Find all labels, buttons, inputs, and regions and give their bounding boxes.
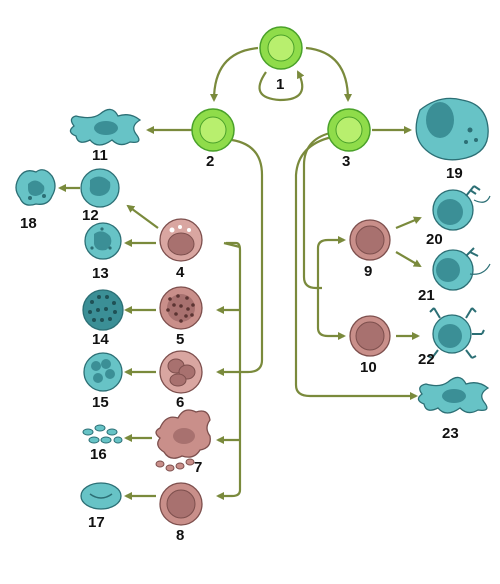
label-2: 2 bbox=[206, 153, 214, 170]
cell-22 bbox=[427, 307, 485, 359]
label-5: 5 bbox=[176, 331, 184, 348]
cell-9 bbox=[349, 219, 391, 261]
arrow-to-10 bbox=[316, 288, 346, 340]
cell-23 bbox=[417, 376, 490, 414]
cell-20 bbox=[432, 185, 491, 231]
number-labels: 1 2 3 4 5 6 7 8 9 10 11 12 13 14 15 16 1… bbox=[20, 76, 463, 544]
cell-16 bbox=[82, 424, 123, 444]
label-12: 12 bbox=[82, 207, 99, 224]
arrow-9-to-21 bbox=[395, 251, 422, 268]
arrow-4-to-12 bbox=[126, 204, 159, 229]
cell-4 bbox=[159, 218, 203, 262]
cell-2 bbox=[191, 108, 235, 152]
cell-6 bbox=[159, 350, 203, 394]
cell-19 bbox=[415, 97, 489, 161]
label-15: 15 bbox=[92, 394, 109, 411]
cell-8 bbox=[159, 482, 203, 526]
cell-12 bbox=[80, 168, 120, 208]
label-8: 8 bbox=[176, 527, 184, 544]
cell-18 bbox=[15, 169, 56, 206]
arrow-to-9 bbox=[316, 236, 346, 288]
label-22: 22 bbox=[418, 351, 435, 368]
label-16: 16 bbox=[90, 446, 107, 463]
label-10: 10 bbox=[360, 359, 377, 376]
cell-21 bbox=[432, 247, 491, 291]
cell-1 bbox=[259, 26, 303, 70]
connectors bbox=[58, 46, 422, 500]
arrow-2-trunk bbox=[216, 138, 264, 376]
label-13: 13 bbox=[92, 265, 109, 282]
label-6: 6 bbox=[176, 394, 184, 411]
label-7: 7 bbox=[194, 459, 202, 476]
cell-7 bbox=[155, 409, 211, 472]
arrow-1-to-2 bbox=[210, 46, 259, 102]
cell-13 bbox=[84, 222, 122, 260]
label-9: 9 bbox=[364, 263, 372, 280]
label-14: 14 bbox=[92, 331, 109, 348]
label-19: 19 bbox=[446, 165, 463, 182]
label-21: 21 bbox=[418, 287, 435, 304]
cell-17 bbox=[80, 482, 122, 510]
cell-3 bbox=[327, 108, 371, 152]
arrow-to-4 bbox=[223, 241, 241, 249]
cell-5 bbox=[159, 286, 203, 330]
arrow-9-to-20 bbox=[395, 216, 422, 230]
label-17: 17 bbox=[88, 514, 105, 531]
label-4: 4 bbox=[176, 264, 185, 281]
cell-14 bbox=[82, 289, 124, 331]
cell-10 bbox=[349, 315, 391, 357]
label-20: 20 bbox=[426, 231, 443, 248]
arrow-1-to-3 bbox=[305, 46, 352, 102]
label-23: 23 bbox=[442, 425, 459, 442]
label-18: 18 bbox=[20, 215, 37, 232]
label-1: 1 bbox=[276, 76, 284, 93]
cell-15 bbox=[83, 352, 123, 392]
arrow-3-lymph-a bbox=[302, 131, 331, 290]
label-3: 3 bbox=[342, 153, 350, 170]
arrow-1-self-renewal bbox=[258, 70, 305, 102]
label-11: 11 bbox=[92, 147, 108, 164]
arrow-3-lymph-b bbox=[294, 135, 418, 400]
myeloid-bracket bbox=[216, 241, 242, 500]
cell-11 bbox=[69, 108, 142, 146]
